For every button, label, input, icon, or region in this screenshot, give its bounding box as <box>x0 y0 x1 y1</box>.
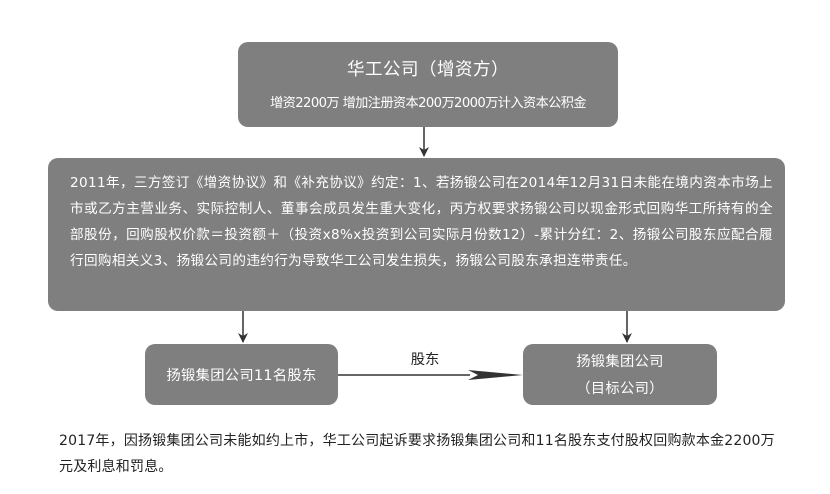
arrowhead-shareholders-to-target <box>468 370 523 380</box>
shareholders-label: 扬锻集团公司11名股东 <box>166 368 317 384</box>
target-company-role: （目标公司） <box>576 381 664 397</box>
agreement-node: 2011年，三方签订《增资协议》和《补充协议》约定：1、若扬锻公司在2014年1… <box>48 158 785 311</box>
investor-node: 华工公司（增资方） 增资2200万 增加注册资本200万2000万计入资本公积金 <box>238 42 618 127</box>
edge-label-shareholder: 股东 <box>410 352 440 368</box>
shareholders-node: 扬锻集团公司11名股东 <box>145 344 338 405</box>
footer-caption: 2017年，因扬锻集团公司未能如约上市，华工公司起诉要求扬锻集团公司和11名股东… <box>59 433 775 475</box>
investor-title: 华工公司（增资方） <box>347 60 509 80</box>
target-company-name: 扬锻集团公司 <box>576 354 664 370</box>
investor-subtitle: 增资2200万 增加注册资本200万2000万计入资本公积金 <box>270 96 586 111</box>
target-company-node: 扬锻集团公司 （目标公司） <box>523 344 717 405</box>
agreement-text: 2011年，三方签订《增资协议》和《补充协议》约定：1、若扬锻公司在2014年1… <box>70 175 773 269</box>
